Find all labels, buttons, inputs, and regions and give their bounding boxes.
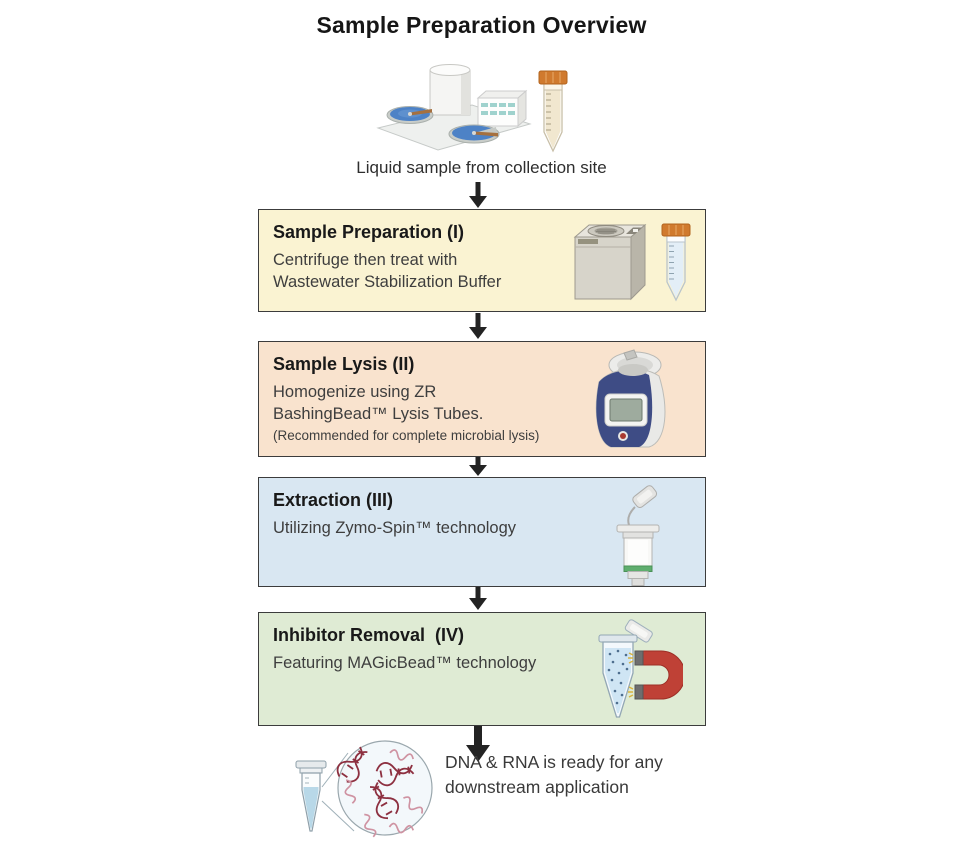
flow-arrow-large-icon — [461, 724, 495, 767]
step-text-line: Wastewater Stabilization Buffer — [273, 272, 502, 291]
outro-line: downstream application — [445, 777, 629, 798]
centrifuge-icon — [569, 219, 647, 310]
step-heading: Extraction (III) — [273, 490, 394, 510]
step-text-line: Centrifuge then treat with — [273, 251, 458, 269]
spin-column-icon — [611, 481, 665, 592]
flow-arrow-icon — [466, 585, 490, 615]
falcon-tube-icon — [661, 223, 691, 308]
step-box-sample-preparation: Sample Preparation (I) Centrifuge then t… — [258, 209, 706, 312]
bead-homogenizer-icon — [591, 348, 671, 455]
intro-caption: Liquid sample from collection site — [356, 158, 607, 177]
wastewater-treatment-plant-icon — [374, 58, 534, 159]
step-heading: Inhibitor Removal (IV) — [273, 625, 465, 645]
step-box-extraction: Extraction (III) Utilizing Zymo-Spin™ te… — [258, 477, 706, 587]
step-heading: Sample Preparation (I) — [273, 222, 465, 242]
step-text-line: BashingBead™ Lysis Tubes. — [273, 404, 484, 423]
step-text-line: Utilizing Zymo-Spin™ technology — [273, 519, 517, 537]
step-note: (Recommended for complete microbial lysi… — [273, 427, 540, 443]
step-box-inhibitor-removal: Inhibitor Removal (IV) Featuring MAGicBe… — [258, 612, 706, 726]
flow-arrow-icon — [466, 456, 490, 481]
step-text-line: Homogenize using ZR — [273, 383, 437, 401]
flow-arrow-icon — [466, 182, 490, 213]
step-box-sample-lysis: Sample Lysis (II) Homogenize using ZR Ba… — [258, 341, 706, 457]
step-heading: Sample Lysis (II) — [273, 354, 415, 374]
tube-with-magnet-icon — [585, 617, 686, 730]
page-title: Sample Preparation Overview — [316, 12, 647, 38]
dna-rna-magnified-icon — [288, 735, 438, 843]
collection-tube-icon — [538, 70, 568, 159]
step-text-line: Featuring MAGicBead™ technology — [273, 654, 537, 672]
flow-arrow-icon — [466, 313, 490, 344]
outro-line: DNA & RNA is ready for any — [445, 752, 663, 772]
outro-text: DNA & RNA is ready for any downstream ap… — [445, 750, 663, 801]
